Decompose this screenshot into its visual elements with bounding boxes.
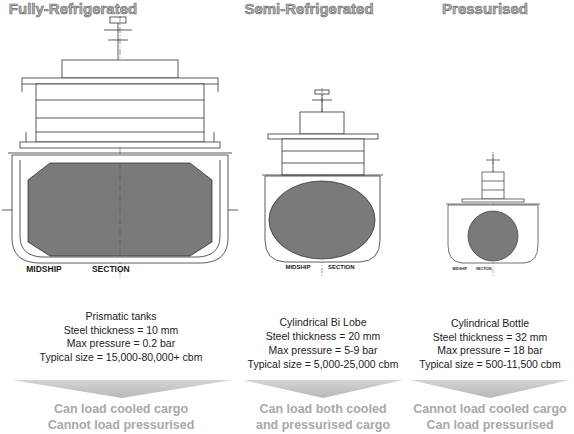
deck-line — [482, 181, 504, 182]
deck-line — [36, 100, 204, 101]
column-heading: Semi-Refrigerated — [244, 0, 373, 18]
spec-line: Steel thickness = 20 mm — [266, 330, 381, 343]
mast-yard — [486, 160, 500, 161]
bilobe-tank — [269, 181, 375, 259]
cylindrical-tank — [468, 211, 518, 261]
capability-note: Can load pressurised — [426, 417, 553, 433]
deck-line — [482, 190, 504, 191]
radar-scanner — [315, 90, 329, 94]
spec-line: Typical size = 15,000-80,000+ cbm — [40, 351, 203, 364]
drawing-title: MIDSHIP SECTION — [285, 263, 354, 271]
capability-note: Cannot load pressurised — [48, 417, 195, 433]
bridge-wing — [268, 134, 378, 139]
railing-post — [26, 132, 27, 142]
mast — [322, 94, 323, 112]
ship-section-large — [2, 16, 238, 280]
column-heading: Fully-Refrigerated — [9, 0, 137, 18]
capability-note: Can load both cooled and pressurised car… — [247, 401, 399, 433]
centre-line — [120, 163, 121, 256]
ship-section-medium — [262, 88, 383, 276]
wing-post — [22, 84, 23, 92]
lower-wing — [20, 142, 220, 148]
spec-line: Max pressure = 18 bar — [437, 344, 542, 357]
down-chevron — [410, 380, 570, 398]
spec-line: Typical size = 5,000-25,000 cbm — [248, 358, 399, 371]
spec-line: Steel thickness = 10 mm — [64, 324, 179, 337]
accommodation-block — [282, 139, 364, 175]
inner-hull — [20, 160, 220, 257]
prismatic-tank — [28, 163, 212, 256]
bridge-wing — [462, 199, 524, 202]
drawing-title: MIDSHIP SECTION — [452, 267, 491, 272]
spec-line: Typical size = 500-11,500 cbm — [419, 358, 560, 371]
spec-line: Max pressure = 5-9 bar — [269, 344, 378, 357]
accommodation-block — [482, 172, 504, 199]
hull-outline — [12, 155, 228, 263]
drawing-title: MIDSHIP SECTION — [26, 264, 129, 274]
capability-note: Cannot load cooled cargo — [413, 401, 567, 417]
tank-type: Cylindrical Bottle — [451, 317, 529, 330]
deck-line — [36, 118, 204, 119]
tank-type: Prismatic tanks — [85, 310, 156, 323]
tank-type: Cylindrical Bi Lobe — [280, 316, 367, 329]
railing-post — [214, 132, 215, 142]
hull-outline — [265, 176, 380, 262]
hull-outline — [448, 205, 538, 263]
main-deck — [8, 153, 232, 154]
capability-note: Can load cooled cargo — [54, 401, 188, 417]
deck-line — [282, 151, 364, 152]
waterline-mark — [2, 210, 12, 211]
accommodation-block — [36, 84, 204, 142]
main-deck — [446, 204, 540, 205]
deck-line — [282, 163, 364, 164]
radar-scanner — [110, 17, 126, 23]
wheelhouse — [62, 60, 178, 78]
spec-line: Steel thickness = 32 mm — [433, 331, 548, 344]
down-chevron — [243, 380, 403, 398]
deck-line — [36, 132, 204, 133]
mast — [493, 155, 494, 172]
waterline-mark — [228, 210, 238, 211]
ship-section-small — [446, 152, 540, 276]
wing-post — [218, 84, 219, 92]
down-chevron — [12, 380, 232, 398]
wheelhouse — [300, 112, 344, 134]
bridge-wing — [22, 78, 218, 84]
column-heading: Pressurised — [442, 0, 528, 18]
main-deck — [262, 175, 383, 176]
mast-yard — [312, 100, 332, 101]
spec-line: Max pressure = 0.2 bar — [67, 337, 175, 350]
mast — [118, 23, 119, 60]
mast-yard — [108, 40, 128, 41]
mast-yard — [104, 30, 132, 31]
